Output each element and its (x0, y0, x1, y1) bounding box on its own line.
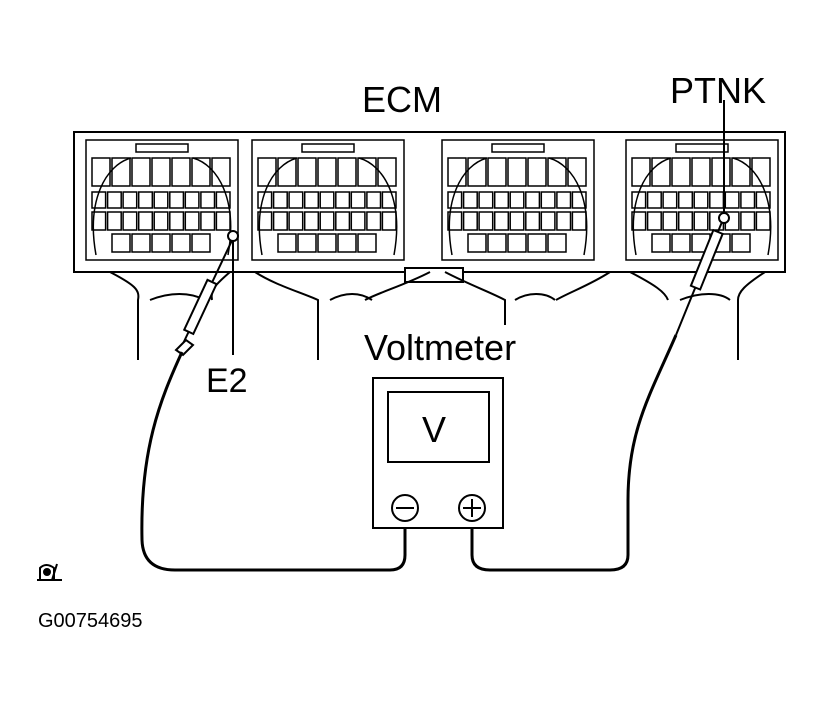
connector-1 (85, 139, 239, 261)
connector-3 (441, 139, 595, 261)
voltmeter (372, 377, 504, 529)
test-leads (140, 334, 678, 572)
ecm-connectors (85, 139, 779, 261)
positive-probe (675, 100, 730, 336)
connector-4 (625, 139, 779, 261)
figure-id: G00754695 (38, 610, 143, 632)
ecm-label: ECM (362, 79, 442, 120)
ptnk-label: PTNK (670, 70, 766, 111)
e2-label: E2 (206, 362, 248, 400)
connector-2 (251, 139, 405, 261)
printer-logo-icon (37, 563, 62, 581)
negative-probe (174, 230, 239, 357)
voltmeter-label: Voltmeter (364, 327, 516, 368)
display-label: V (422, 409, 446, 450)
